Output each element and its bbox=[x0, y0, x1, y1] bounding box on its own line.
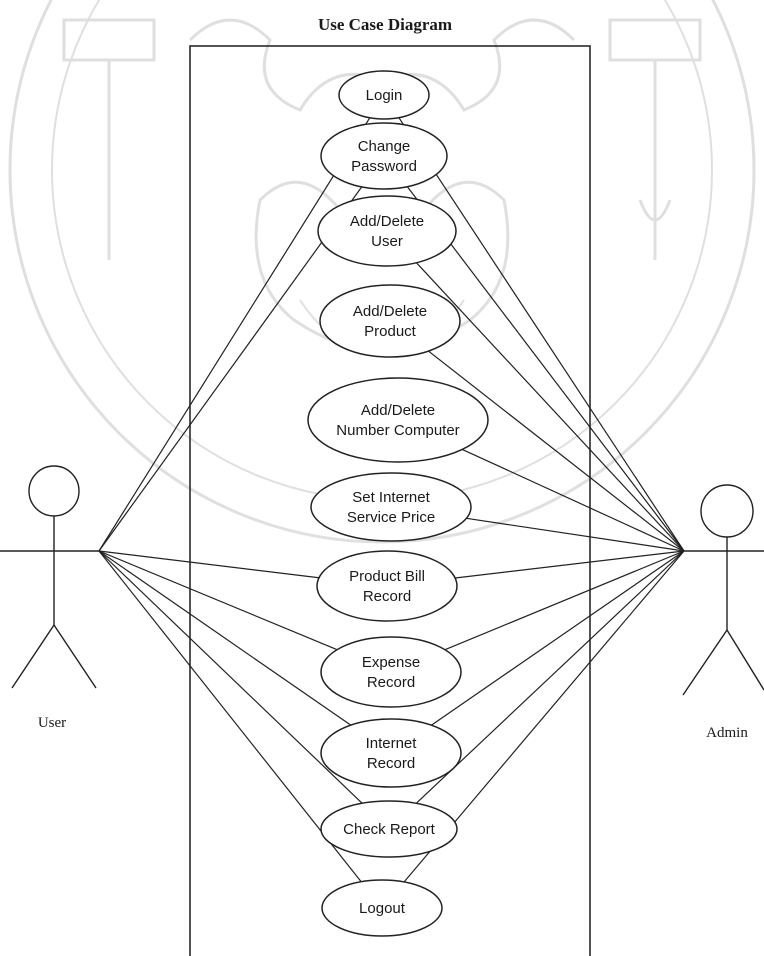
association-user-change-password bbox=[98, 186, 363, 552]
use-case-ellipse bbox=[338, 70, 430, 120]
actor-admin-label: Admin bbox=[706, 725, 748, 741]
association-admin-add-delete-user bbox=[415, 262, 685, 552]
use-case-label: Set Internet bbox=[352, 489, 430, 506]
association-user-login bbox=[98, 117, 371, 552]
use-case-ellipse bbox=[310, 472, 472, 542]
association-user-logout bbox=[98, 550, 362, 883]
diagram-title: Use Case Diagram bbox=[318, 15, 452, 34]
association-admin-add-delete-number-computer bbox=[461, 448, 685, 552]
system-boundary bbox=[189, 45, 591, 956]
use-case-label: Login bbox=[366, 87, 403, 104]
use-case-label: Check Report bbox=[343, 821, 436, 838]
association-admin-change-password bbox=[406, 186, 685, 552]
use-case-label: Service Price bbox=[347, 509, 435, 526]
use-case-label: Product bbox=[364, 323, 417, 340]
actor-user bbox=[0, 465, 100, 689]
association-user-internet-record bbox=[98, 550, 352, 726]
association-user-product-bill-record bbox=[98, 550, 320, 579]
use-case-ellipse bbox=[320, 122, 448, 190]
association-admin-internet-record bbox=[430, 550, 685, 726]
use-case-label: Record bbox=[363, 588, 411, 605]
actor-user-head bbox=[28, 465, 80, 517]
use-case-ellipse bbox=[321, 879, 443, 937]
use-case-ellipse bbox=[317, 195, 457, 267]
actor-user-left-leg bbox=[11, 624, 55, 689]
actor-user-label: User bbox=[38, 715, 66, 731]
actor-admin-left-leg bbox=[682, 629, 728, 696]
use-case-login: Login bbox=[338, 70, 430, 120]
actor-admin-right-leg bbox=[726, 629, 764, 691]
use-case-label: Change bbox=[358, 138, 411, 155]
use-case-label: Password bbox=[351, 158, 417, 175]
use-case-label: Record bbox=[367, 755, 415, 772]
use-case-label: Number Computer bbox=[336, 422, 459, 439]
association-user-expense-record bbox=[98, 550, 338, 651]
association-admin-expense-record bbox=[444, 550, 685, 651]
use-case-label: Add/Delete bbox=[353, 303, 427, 320]
use-case-ellipse bbox=[320, 718, 462, 788]
use-case-ellipse bbox=[316, 550, 458, 622]
association-admin-product-bill-record bbox=[455, 550, 685, 579]
actor-admin-head bbox=[700, 484, 754, 538]
use-case-label: Expense bbox=[362, 654, 420, 671]
association-admin-add-delete-product bbox=[428, 350, 685, 552]
use-case-logout: Logout bbox=[321, 879, 443, 937]
use-case-check-report: Check Report bbox=[320, 800, 458, 858]
use-case-label: Internet bbox=[366, 735, 418, 752]
association-admin-set-internet-service-price bbox=[466, 517, 685, 552]
use-case-label: Product Bill bbox=[349, 568, 425, 585]
association-lines bbox=[98, 117, 685, 883]
use-case-group: LoginChangePasswordAdd/DeleteUserAdd/Del… bbox=[307, 70, 489, 937]
association-user-check-report bbox=[98, 550, 363, 804]
use-case-label: Record bbox=[367, 674, 415, 691]
use-case-ellipse bbox=[320, 636, 462, 708]
use-case-label: Add/Delete bbox=[350, 213, 424, 230]
use-case-ellipse bbox=[320, 800, 458, 858]
association-admin-check-report bbox=[415, 550, 685, 804]
actor-admin bbox=[680, 484, 764, 696]
use-case-label: User bbox=[371, 233, 403, 250]
actor-user-right-leg bbox=[53, 624, 97, 689]
association-admin-login bbox=[398, 117, 685, 552]
use-case-ellipse bbox=[319, 284, 461, 358]
use-case-label: Add/Delete bbox=[361, 402, 435, 419]
use-case-label: Logout bbox=[359, 900, 406, 917]
use-case-ellipse bbox=[307, 377, 489, 463]
